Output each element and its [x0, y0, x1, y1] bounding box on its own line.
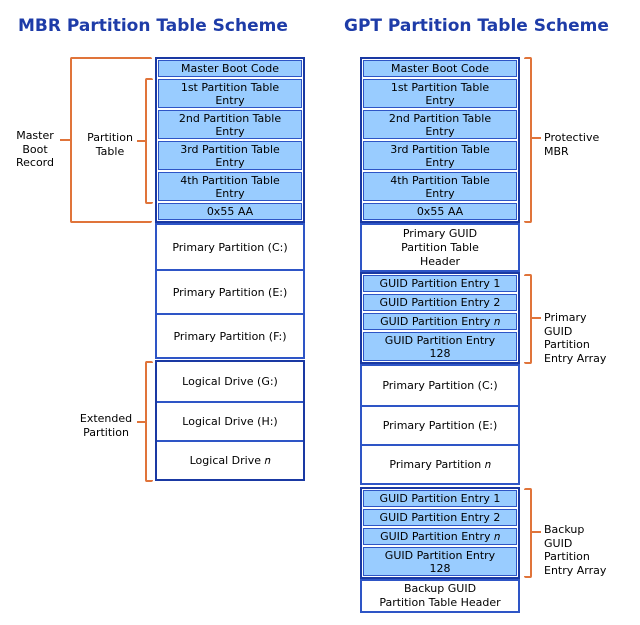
- bracket-master-boot-record: [70, 57, 152, 223]
- gpt-column: Master Boot Code 1st Partition Table Ent…: [360, 57, 520, 613]
- cell-gpt-2nd-partition-table-entry: 2nd Partition Table Entry: [363, 110, 517, 139]
- bracket-primary-guid-entry-array: [524, 274, 532, 364]
- label-backup-guid-entry-array: Backup GUID Partition Entry Array: [544, 523, 607, 577]
- cell-primary-partition-f: Primary Partition (F:): [157, 313, 303, 357]
- bracket-dash-extended-partition: [137, 421, 145, 423]
- bracket-dash-primary-guid-entry-array: [532, 317, 541, 319]
- cell-gpt-4th-partition-table-entry: 4th Partition Table Entry: [363, 172, 517, 201]
- cell-gpt-3rd-partition-table-entry: 3rd Partition Table Entry: [363, 141, 517, 170]
- mbr-boot-sector-box: Master Boot Code 1st Partition Table Ent…: [155, 57, 305, 223]
- gpt-scheme-title: GPT Partition Table Scheme: [344, 16, 609, 36]
- cell-primary-partition-e: Primary Partition (E:): [157, 269, 303, 313]
- cell-backup-guid-partition-table-header: Backup GUID Partition Table Header: [360, 579, 520, 613]
- cell-primary-guid-entry-n: GUID Partition Entry 𝑛: [363, 313, 517, 330]
- cell-primary-partition-c: Primary Partition (C:): [157, 225, 303, 269]
- cell-backup-guid-entry-2: GUID Partition Entry 2: [363, 509, 517, 526]
- cell-primary-guid-partition-table-header: Primary GUID Partition Table Header: [360, 223, 520, 272]
- cell-gpt-primary-partition-e: Primary Partition (E:): [362, 405, 518, 444]
- cell-backup-guid-entry-n: GUID Partition Entry 𝑛: [363, 528, 517, 545]
- cell-gpt-1st-partition-table-entry: 1st Partition Table Entry: [363, 79, 517, 108]
- cell-logical-drive-n: Logical Drive 𝑛: [157, 440, 303, 479]
- cell-backup-guid-entry-128: GUID Partition Entry 128: [363, 547, 517, 576]
- cell-primary-guid-entry-128: GUID Partition Entry 128: [363, 332, 517, 361]
- label-protective-mbr: Protective MBR: [544, 131, 600, 158]
- cell-1st-partition-table-entry: 1st Partition Table Entry: [158, 79, 302, 108]
- bracket-extended-partition: [145, 361, 153, 482]
- label-partition-table: Partition Table: [87, 131, 133, 158]
- label-primary-guid-entry-array: Primary GUID Partition Entry Array: [544, 311, 607, 365]
- mbr-extended-partition-box: Logical Drive (G:) Logical Drive (H:) Lo…: [155, 360, 305, 481]
- bracket-protective-mbr: [524, 57, 532, 223]
- mbr-primary-partitions-box: Primary Partition (C:) Primary Partition…: [155, 223, 305, 359]
- bracket-dash-partition-table: [137, 140, 145, 142]
- cell-gpt-primary-partition-c: Primary Partition (C:): [362, 366, 518, 405]
- mbr-column: Master Boot Code 1st Partition Table Ent…: [155, 57, 305, 481]
- bracket-dash-protective-mbr: [532, 137, 541, 139]
- bracket-partition-table: [145, 78, 153, 204]
- cell-boot-signature: 0x55 AA: [158, 203, 302, 220]
- cell-primary-guid-entry-1: GUID Partition Entry 1: [363, 275, 517, 292]
- bracket-dash-master-boot-record: [60, 139, 70, 141]
- label-extended-partition: Extended Partition: [79, 412, 133, 439]
- cell-primary-guid-entry-2: GUID Partition Entry 2: [363, 294, 517, 311]
- cell-2nd-partition-table-entry: 2nd Partition Table Entry: [158, 110, 302, 139]
- cell-logical-drive-h: Logical Drive (H:): [157, 401, 303, 440]
- gpt-protective-mbr-box: Master Boot Code 1st Partition Table Ent…: [360, 57, 520, 223]
- bracket-backup-guid-entry-array: [524, 488, 532, 578]
- gpt-backup-entry-array-box: GUID Partition Entry 1 GUID Partition En…: [360, 487, 520, 579]
- gpt-primary-entry-array-box: GUID Partition Entry 1 GUID Partition En…: [360, 272, 520, 364]
- label-master-boot-record: Master Boot Record: [15, 129, 54, 169]
- cell-4th-partition-table-entry: 4th Partition Table Entry: [158, 172, 302, 201]
- mbr-scheme-title: MBR Partition Table Scheme: [18, 16, 288, 36]
- cell-3rd-partition-table-entry: 3rd Partition Table Entry: [158, 141, 302, 170]
- cell-gpt-primary-partition-n: Primary Partition 𝑛: [362, 444, 518, 483]
- cell-gpt-master-boot-code: Master Boot Code: [363, 60, 517, 77]
- bracket-dash-backup-guid-entry-array: [532, 531, 541, 533]
- cell-gpt-boot-signature: 0x55 AA: [363, 203, 517, 220]
- cell-logical-drive-g: Logical Drive (G:): [157, 362, 303, 401]
- gpt-primary-partitions-box: Primary Partition (C:) Primary Partition…: [360, 364, 520, 485]
- cell-master-boot-code: Master Boot Code: [158, 60, 302, 77]
- cell-backup-guid-entry-1: GUID Partition Entry 1: [363, 490, 517, 507]
